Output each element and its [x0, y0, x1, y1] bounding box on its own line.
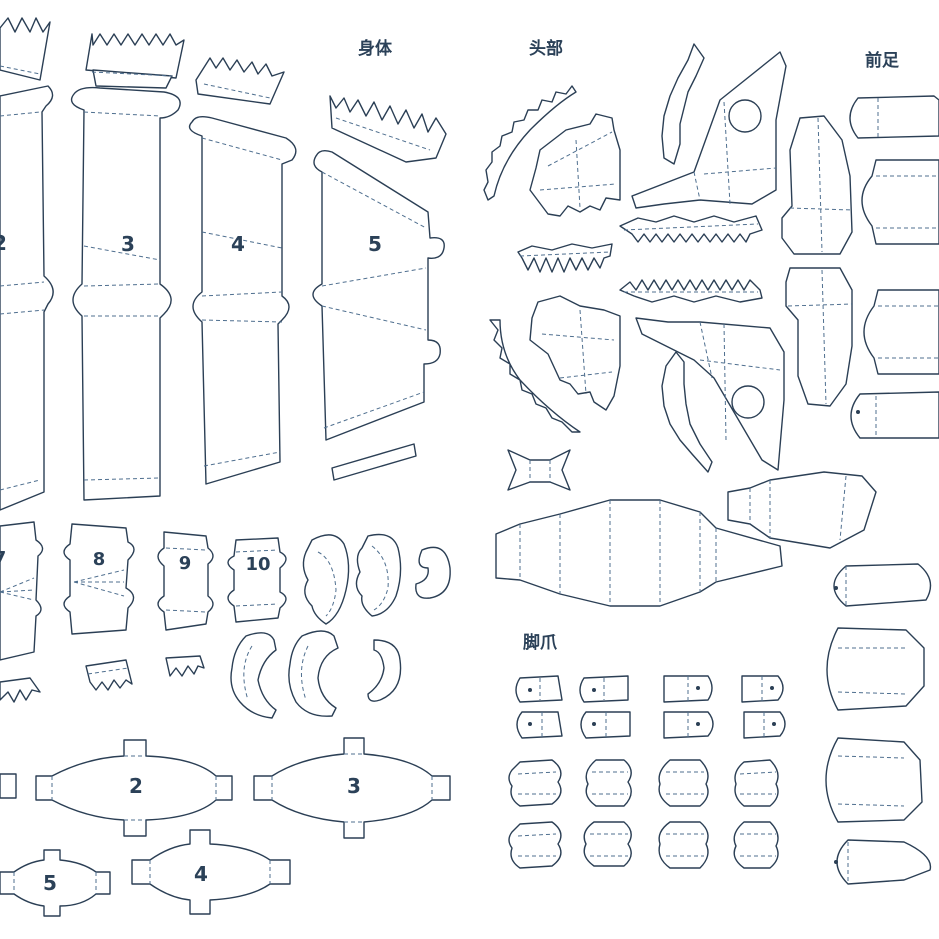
head-teeth-strip-1 [619, 215, 763, 243]
body-panel-5-number: 5 [368, 232, 382, 256]
small-crest-1 [85, 659, 133, 691]
body-panel-3 [70, 86, 181, 501]
spine-crest-3 [195, 57, 285, 105]
body-panel-4 [188, 115, 297, 485]
small-crest-3 [0, 677, 41, 703]
claw-segment-1 [508, 759, 562, 807]
claw-tab-6 [580, 711, 631, 739]
claw-tab-4 [741, 675, 784, 703]
belly-plate-5-number: 5 [43, 871, 57, 895]
spine-crest-4 [329, 95, 447, 163]
head-teeth-strip-3 [517, 243, 613, 273]
body-panel-5 [312, 149, 445, 441]
front-leg-piece-3 [863, 289, 939, 375]
belly-plate-4-number: 4 [194, 862, 208, 886]
claw-segment-5 [508, 821, 562, 869]
claw-segment-4 [734, 759, 779, 807]
head-horn-1 [661, 43, 705, 165]
belly-plate-4 [131, 829, 291, 915]
curved-segment-4 [288, 630, 339, 717]
piece-7-number: 7 [0, 548, 6, 569]
belly-plate-2-number: 2 [129, 774, 143, 798]
curved-segment-1 [302, 534, 350, 625]
front-leg-piece-5 [833, 563, 932, 607]
curved-segment-3 [230, 632, 277, 719]
claw-segment-3 [658, 759, 709, 807]
small-crest-2 [165, 655, 205, 677]
front-leg-pieces [825, 95, 939, 885]
piece-8 [63, 523, 135, 635]
front-leg-piece-1 [849, 95, 939, 139]
claw-tab-8 [743, 711, 786, 739]
front-leg-piece-4 [850, 391, 939, 439]
claw-segment-7 [658, 821, 709, 869]
body-panel-4-number: 4 [231, 232, 245, 256]
front-leg-piece-6 [826, 627, 925, 711]
front-leg-piece-7 [825, 737, 923, 823]
body-strip [331, 443, 417, 481]
neck-piece-lower [785, 267, 853, 407]
front-leg-piece-2 [861, 159, 939, 245]
belly-plate-3-number: 3 [347, 774, 361, 798]
body-panel-2-number: 2 [0, 231, 7, 255]
body-panel-2 [0, 85, 54, 511]
front-leg-piece-8 [836, 839, 932, 885]
curved-segment-2 [355, 533, 402, 617]
piece-9 [157, 531, 214, 631]
claw-segment-6 [583, 821, 632, 867]
head-serrated-strip-2 [489, 319, 581, 433]
belly-plates: 2 3 5 4 [0, 737, 451, 917]
kidney-piece [415, 546, 451, 599]
curved-segment-5 [367, 639, 402, 702]
head-cranium-top [631, 51, 787, 209]
claw-tab-7 [663, 711, 714, 739]
piece-10 [227, 537, 287, 623]
head-snout-body [495, 499, 783, 607]
head-teeth-strip-2 [619, 279, 763, 303]
head-pieces [483, 43, 877, 607]
head-cranium-bottom [635, 317, 785, 471]
section-title-body: 身体 [358, 38, 393, 59]
spine-crest-1 [0, 17, 51, 81]
claw-segment-2 [585, 759, 632, 807]
head-connector [507, 449, 571, 491]
belly-plate-1 [0, 773, 17, 799]
section-title-front-legs: 前足 [865, 50, 899, 71]
claw-tab-5 [516, 711, 563, 739]
head-serrated-strip-1 [483, 85, 577, 201]
neck-piece-upper [781, 115, 853, 255]
body-panel-group: 2 3 4 5 [0, 85, 445, 511]
spine-crest-pieces [0, 17, 447, 163]
spine-crest-2 [85, 33, 185, 79]
section-title-head: 头部 [529, 38, 563, 59]
claw-pieces [508, 675, 786, 869]
body-panel-3-number: 3 [121, 232, 135, 256]
small-body-pieces: 7 8 9 10 [0, 521, 451, 719]
piece-8-number: 8 [93, 549, 106, 570]
section-title-claws: 脚爪 [523, 632, 558, 653]
piece-10-number: 10 [245, 554, 270, 575]
claw-segment-8 [733, 821, 779, 869]
head-jaw-upper [529, 113, 621, 217]
piece-9-number: 9 [179, 553, 192, 574]
head-jaw-lower [529, 295, 621, 411]
head-horn-2 [661, 351, 713, 473]
claw-tab-1 [515, 675, 563, 703]
claw-tab-3 [663, 675, 713, 703]
leg-tube [727, 471, 877, 549]
